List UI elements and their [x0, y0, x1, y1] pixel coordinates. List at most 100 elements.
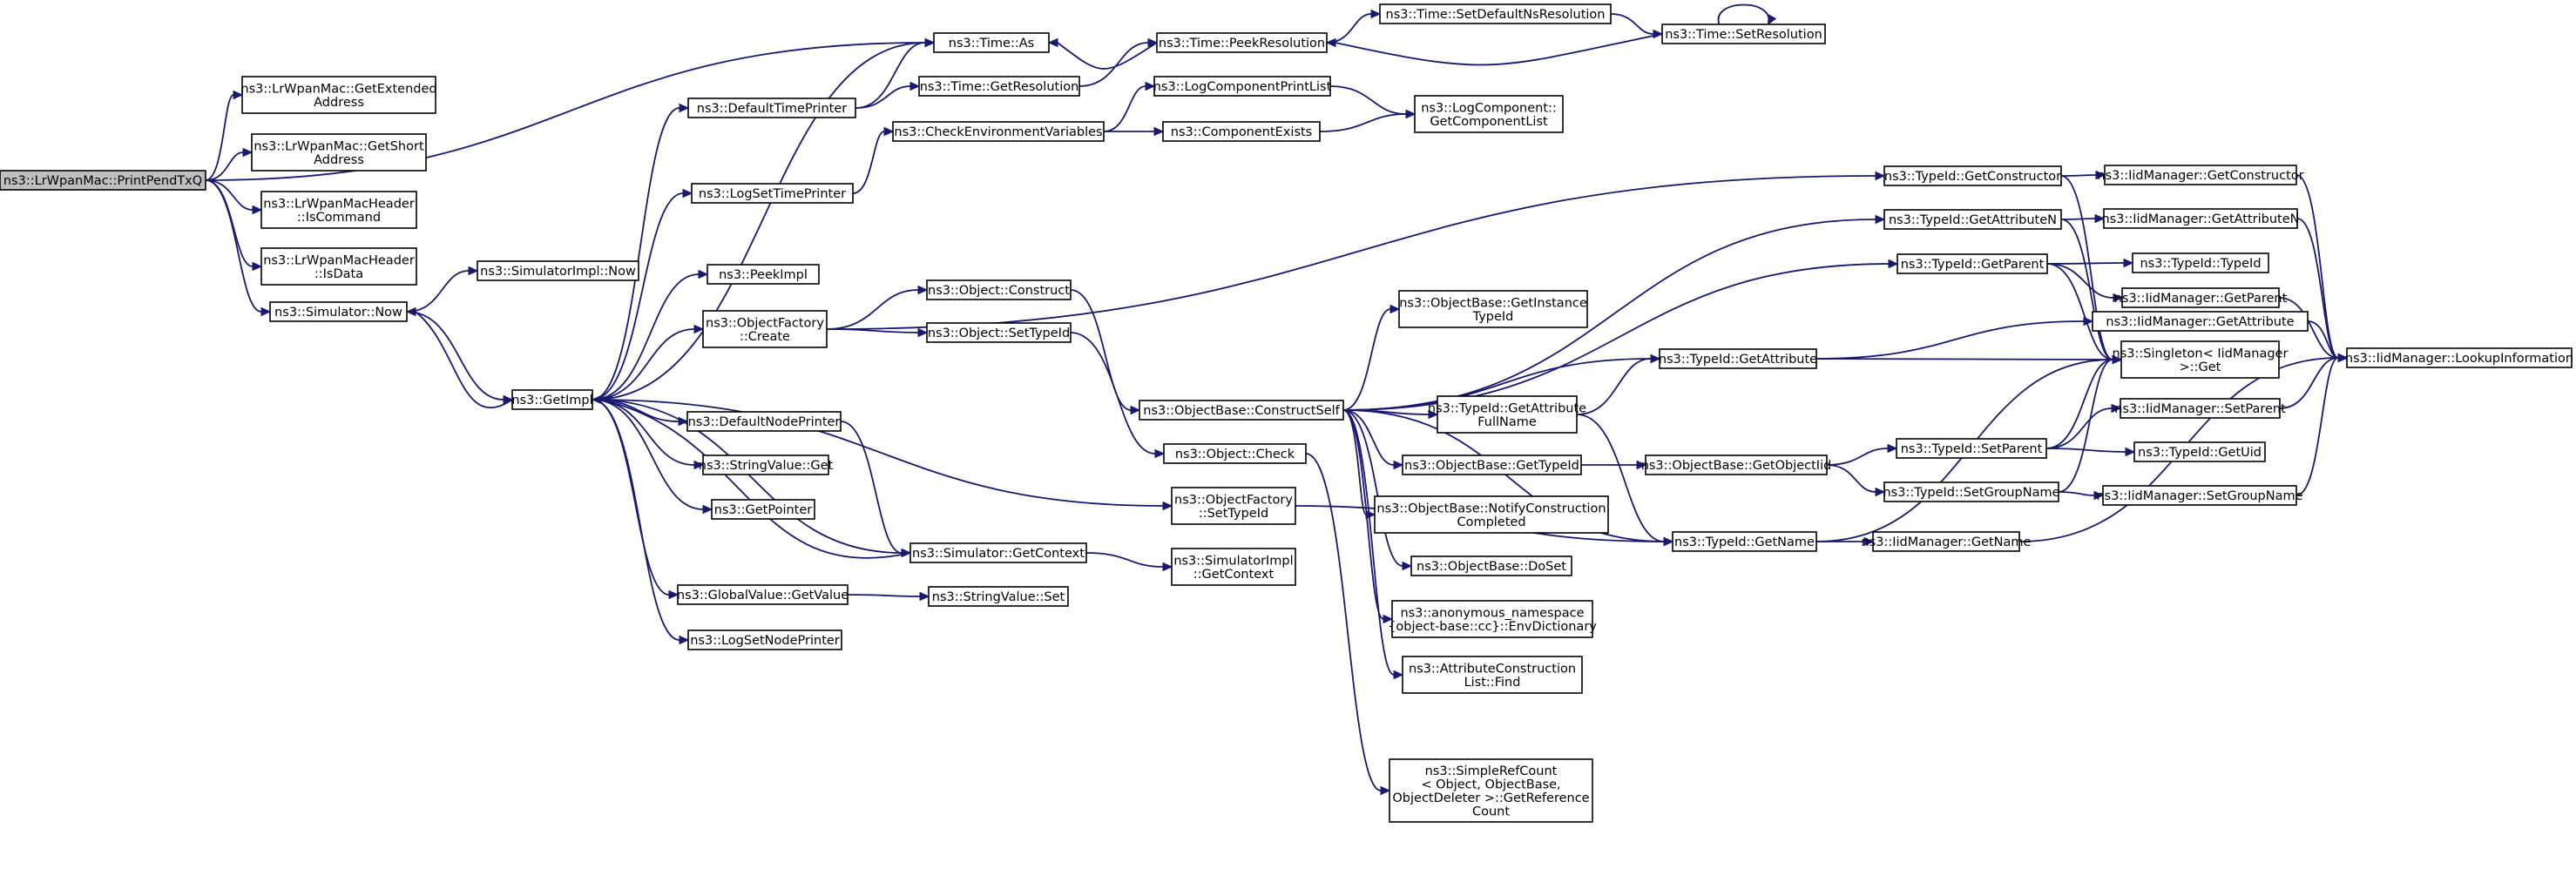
node-tidgetconstructor[interactable]: ns3::TypeId::GetConstructor: [1883, 165, 2062, 186]
node-iscmd[interactable]: ns3::LrWpanMacHeader::IsCommand: [260, 191, 417, 229]
node-timegetres[interactable]: ns3::Time::GetResolution: [918, 76, 1080, 97]
node-iidgetattr[interactable]: ns3::IidManager::GetAttribute: [2092, 311, 2309, 332]
node-label: Count: [1472, 805, 1510, 818]
node-simplerefcount[interactable]: ns3::SimpleRefCount< Object, ObjectBase,…: [1389, 758, 1593, 823]
node-defaulttime[interactable]: ns3::DefaultTimePrinter: [687, 98, 856, 118]
node-singletonget[interactable]: ns3::Singleton< IidManager>::Get: [2113, 340, 2289, 379]
node-gvgetvalue[interactable]: ns3::GlobalValue::GetValue: [677, 584, 849, 605]
node-label: ns3::IidManager::SetParent: [2114, 402, 2286, 416]
node-timeas[interactable]: ns3::Time::As: [933, 32, 1050, 53]
edge-line: [826, 289, 919, 330]
node-box: [269, 301, 408, 322]
node-box: [933, 32, 1050, 53]
node-label: ns3::LogSetNodePrinter: [690, 634, 840, 648]
node-iidgetconstructor[interactable]: ns3::IidManager::GetConstructor: [2097, 165, 2304, 185]
node-objsettypeid[interactable]: ns3::Object::SetTypeId: [926, 322, 1072, 343]
edge-line: [592, 399, 680, 641]
edge-tidgetconstructor-to-iidgetconstructor: [2060, 170, 2106, 180]
edge-tidgetattr-to-iidgetattr: [1815, 316, 2094, 360]
node-iidgetparent[interactable]: ns3::IidManager::GetParent: [2114, 287, 2288, 308]
edge-line: [592, 42, 926, 401]
edge-defaulttime-to-timeas: [855, 37, 936, 109]
node-iidgetname[interactable]: ns3::IidManager::GetName: [1862, 531, 2032, 552]
node-objcheck[interactable]: ns3::Object::Check: [1163, 443, 1307, 464]
node-simgetctx[interactable]: ns3::Simulator::GetContext: [909, 542, 1087, 563]
edge-objbaseconstruct-to-objbasedoset: [1342, 409, 1413, 571]
node-checkenv[interactable]: ns3::CheckEnvironmentVariables: [892, 121, 1105, 142]
edge-arrowhead: [1405, 109, 1416, 119]
node-tidsetparent[interactable]: ns3::TypeId::SetParent: [1896, 438, 2047, 459]
node-simimplgetctx[interactable]: ns3::SimulatorImpl::GetContext: [1171, 548, 1296, 586]
edge-logsettime-to-checkenv: [852, 126, 895, 194]
node-objbasenotify[interactable]: ns3::ObjectBase::NotifyConstructionCompl…: [1374, 495, 1609, 534]
node-getimpl[interactable]: ns3::GetImpl: [511, 389, 593, 410]
node-tidgetattrn[interactable]: ns3::TypeId::GetAttributeN: [1883, 209, 2062, 230]
edge-line: [1826, 448, 1889, 466]
node-compexists[interactable]: ns3::ComponentExists: [1162, 121, 1321, 142]
node-logsettime[interactable]: ns3::LogSetTimePrinter: [691, 183, 854, 204]
node-box: [691, 183, 854, 204]
node-objfactcreate[interactable]: ns3::ObjectFactory::Create: [702, 310, 828, 348]
node-box: [1171, 548, 1296, 586]
node-objbaseconstruct[interactable]: ns3::ObjectBase::ConstructSelf: [1139, 400, 1344, 421]
edge-line: [1085, 552, 1164, 568]
node-strset[interactable]: ns3::StringValue::Set: [928, 586, 1069, 607]
node-tidtypeid[interactable]: ns3::TypeId::TypeId: [2132, 252, 2269, 273]
node-isdata[interactable]: ns3::LrWpanMacHeader::IsData: [260, 247, 417, 286]
node-box: [1391, 600, 1593, 638]
edge-compexists-to-logcompgetlist: [1319, 109, 1416, 132]
node-iidlookup[interactable]: ns3::IidManager::LookupInformation: [2345, 347, 2573, 368]
node-peekimpl[interactable]: ns3::PeekImpl: [707, 264, 820, 285]
node-logsetnode[interactable]: ns3::LogSetNodePrinter: [687, 630, 842, 650]
node-objconstruct[interactable]: ns3::Object::Construct: [926, 279, 1072, 300]
node-label: ns3::Simulator::GetContext: [912, 547, 1085, 561]
node-box: [2133, 441, 2266, 462]
node-simimplnow[interactable]: ns3::SimulatorImpl::Now: [477, 260, 639, 281]
node-tidgetuid[interactable]: ns3::TypeId::GetUid: [2133, 441, 2266, 462]
node-objbasegettid[interactable]: ns3::ObjectBase::GetTypeId: [1402, 454, 1582, 475]
edge-arrowhead: [1663, 536, 1674, 547]
node-root[interactable]: ns3::LrWpanMac::PrintPendTxQ: [0, 170, 206, 191]
node-label: ns3::Time::As: [949, 37, 1034, 50]
node-tidgetattr[interactable]: ns3::TypeId::GetAttribute: [1659, 348, 1817, 369]
node-iidsetgroup[interactable]: ns3::IidManager::SetGroupName: [2096, 485, 2303, 506]
edge-arrowhead: [2093, 490, 2105, 501]
node-getptr[interactable]: ns3::GetPointer: [711, 499, 815, 520]
edge-arrowhead: [2125, 447, 2136, 457]
node-objbasedoset[interactable]: ns3::ObjectBase::DoSet: [1410, 555, 1572, 576]
node-tidgetparent[interactable]: ns3::TypeId::GetParent: [1897, 253, 2048, 274]
edge-tidgetattrfull-to-tidgetattr: [1576, 353, 1661, 415]
node-logcompgetlist[interactable]: ns3::LogComponent::GetComponentList: [1414, 95, 1564, 133]
edge-arrowhead: [693, 324, 705, 334]
node-tidsetgroup[interactable]: ns3::TypeId::SetGroupName: [1883, 481, 2060, 502]
node-objfactsettid[interactable]: ns3::ObjectFactory::SetTypeId: [1171, 487, 1296, 525]
edge-line: [205, 94, 234, 181]
node-defaultnode[interactable]: ns3::DefaultNodePrinter: [686, 411, 842, 432]
node-label: List::Find: [1464, 676, 1521, 690]
node-timesetdefns[interactable]: ns3::Time::SetDefaultNsResolution: [1379, 3, 1612, 24]
node-iidsetparent[interactable]: ns3::IidManager::SetParent: [2114, 398, 2286, 419]
node-box: [260, 191, 417, 229]
edge-arrowhead: [698, 269, 709, 279]
node-strget[interactable]: ns3::StringValue::Get: [699, 454, 834, 475]
node-logcompprint[interactable]: ns3::LogComponentPrintList: [1153, 76, 1332, 97]
node-anonenv[interactable]: ns3::anonymous_namespace{object-base::cc…: [1388, 600, 1597, 638]
node-box: [686, 411, 842, 432]
node-label: ::GetContext: [1193, 568, 1274, 582]
node-iidgetattrn[interactable]: ns3::IidManager::GetAttributeN: [2101, 208, 2300, 229]
node-box: [2120, 340, 2280, 379]
node-label: ns3::LrWpanMacHeader: [263, 197, 415, 211]
node-simnow[interactable]: ns3::Simulator::Now: [269, 301, 408, 322]
edge-line: [1342, 409, 1395, 676]
node-tidgetname[interactable]: ns3::TypeId::GetName: [1672, 531, 1817, 552]
node-objbasegetobjtid[interactable]: ns3::ObjectBase::GetObjectIid: [1641, 454, 1832, 475]
node-timesetres[interactable]: ns3::Time::SetResolution: [1661, 24, 1826, 44]
edge-line: [205, 179, 254, 211]
edge-objbasegetobjtid-to-tidsetgroup: [1826, 464, 1886, 497]
node-timepeekres[interactable]: ns3::Time::PeekResolution: [1156, 32, 1328, 53]
